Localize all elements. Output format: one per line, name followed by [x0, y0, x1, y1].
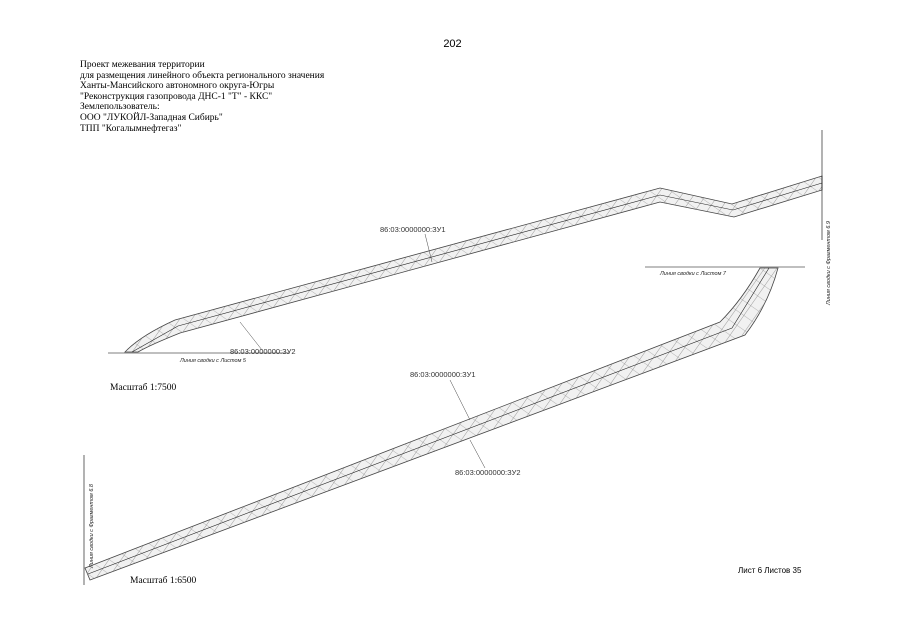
project-header: Проект межевания территории для размещен…	[80, 60, 324, 134]
parcel-label-lower-zu2: 86:03:0000000:ЗУ2	[455, 468, 521, 477]
parcel-label-upper-zu1: 86:03:0000000:ЗУ1	[380, 225, 446, 234]
header-line: Проект межевания территории	[80, 60, 205, 70]
header-line: для размещения линейного объекта региона…	[80, 70, 325, 81]
parcel-label-upper-zu2: 86:03:0000000:ЗУ2	[230, 347, 296, 356]
match-label-fragment-right: Линия сводки с Фрагментом 6.9	[826, 221, 832, 306]
lower-corridor	[84, 267, 779, 581]
match-label-sheet7: Линия сводки с Листом 7	[659, 271, 727, 277]
header-line: "Реконструкция газопровода ДНС-1 "Т" - К…	[80, 91, 273, 102]
page-number: 202	[443, 38, 462, 50]
header-line: Землепользователь:	[80, 102, 160, 113]
match-label-fragment-left: Линия сводки с Фрагментом 6.8	[89, 483, 95, 569]
scale-lower: Масштаб 1:6500	[130, 576, 197, 586]
header-line: ООО "ЛУКОЙЛ-Западная Сибирь"	[80, 112, 223, 123]
match-label-sheet5: Линия сводки с Листом 5	[179, 358, 247, 364]
sheet-info: Лист 6 Листов 35	[738, 566, 802, 575]
parcel-label-lower-zu1: 86:03:0000000:ЗУ1	[410, 370, 476, 379]
header-line: ТПП "Когалымнефтегаз"	[80, 123, 182, 134]
header-line: Ханты-Мансийского автономного округа-Югр…	[80, 81, 275, 92]
scale-upper: Масштаб 1:7500	[110, 383, 177, 393]
